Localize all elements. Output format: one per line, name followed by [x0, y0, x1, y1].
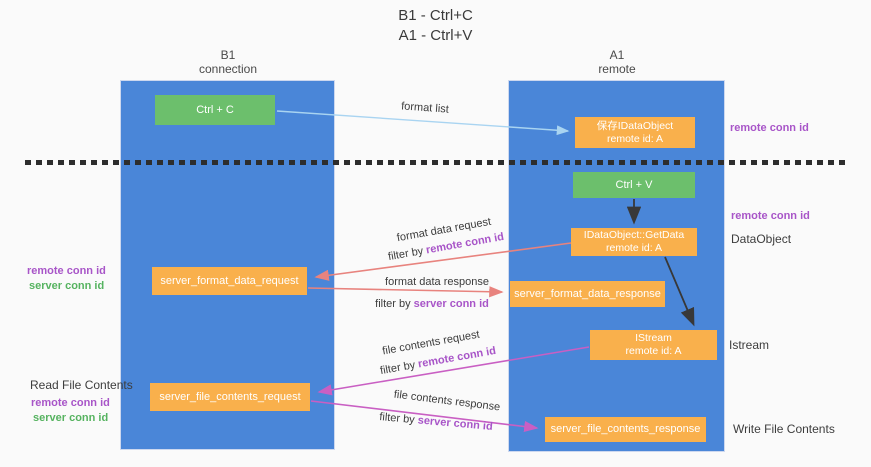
filter-by-server-conn-id-label-1: filter by server conn id [375, 298, 489, 310]
istream-box: IStream remote id: A [590, 330, 717, 360]
ctrl-c-box: Ctrl + C [155, 95, 275, 125]
ctrl-v-label: Ctrl + V [615, 178, 653, 191]
server-format-data-request-label: server_format_data_request [160, 274, 299, 287]
remote-conn-id-right-label-1: remote conn id [730, 122, 809, 134]
right-column-role: remote [598, 62, 636, 76]
separator-dashed-line [25, 160, 848, 165]
remote-conn-id-left-label-2: remote conn id [31, 397, 110, 409]
server-conn-id-left-label-1: server conn id [29, 280, 105, 292]
istream-line1: IStream [635, 332, 672, 344]
filter-by-text: filter by [378, 411, 416, 427]
filter-by-server-conn-id-label-2: filter by server conn id [379, 411, 493, 433]
format-list-label: format list [400, 100, 450, 116]
left-column-role: connection [198, 62, 258, 76]
server-file-contents-response-box: server_file_contents_response [545, 417, 706, 442]
server-file-contents-response-label: server_file_contents_response [550, 423, 701, 435]
write-file-contents-label: Write File Contents [733, 422, 835, 436]
save-idataobject-box: 保存IDataObject remote id: A [575, 117, 695, 148]
server-conn-id-text: server conn id [413, 298, 489, 310]
right-column-name: A1 [609, 48, 625, 62]
read-file-contents-label: Read File Contents [30, 378, 133, 392]
filter-by-text: filter by [375, 298, 411, 310]
save-idataobject-line2: remote id: A [606, 132, 664, 145]
diagram-title: B1 - Ctrl+C A1 - Ctrl+V [0, 6, 871, 46]
server-conn-id-text: server conn id [417, 414, 494, 433]
server-conn-id-left-label-2: server conn id [33, 412, 109, 424]
ctrl-c-label: Ctrl + C [196, 103, 234, 116]
format-data-response-label: format data response [385, 276, 489, 288]
left-column-name: B1 [220, 48, 236, 62]
title-line-2: A1 - Ctrl+V [398, 27, 473, 44]
getdata-line2: remote id: A [605, 242, 663, 254]
dataobject-label: DataObject [731, 232, 792, 246]
left-column-header: B1 connection [158, 48, 298, 76]
istream-line2: remote id: A [625, 345, 682, 357]
server-format-data-response-label: server_format_data_response [514, 287, 661, 300]
save-idataobject-line1: 保存IDataObject [596, 119, 674, 132]
file-contents-response-label: file contents response [393, 388, 501, 414]
getdata-line1: IDataObject::GetData [583, 229, 685, 241]
server-file-contents-request-box: server_file_contents_request [150, 383, 310, 411]
idataobject-getdata-box: IDataObject::GetData remote id: A [571, 228, 697, 256]
title-line-1: B1 - Ctrl+C [398, 7, 473, 24]
istream-side-label: Istream [729, 338, 770, 352]
format-data-response-arrow [307, 286, 504, 298]
right-column-header: A1 remote [547, 48, 687, 76]
remote-conn-id-left-label-1: remote conn id [27, 265, 106, 277]
filter-by-text: filter by [379, 359, 417, 378]
ctrl-v-box: Ctrl + V [573, 172, 695, 198]
remote-conn-id-right-label-2: remote conn id [731, 210, 810, 222]
server-format-data-request-box: server_format_data_request [152, 267, 307, 295]
server-file-contents-request-label: server_file_contents_request [159, 390, 301, 403]
server-format-data-response-box: server_format_data_response [510, 281, 665, 307]
filter-by-text: filter by [387, 245, 425, 264]
